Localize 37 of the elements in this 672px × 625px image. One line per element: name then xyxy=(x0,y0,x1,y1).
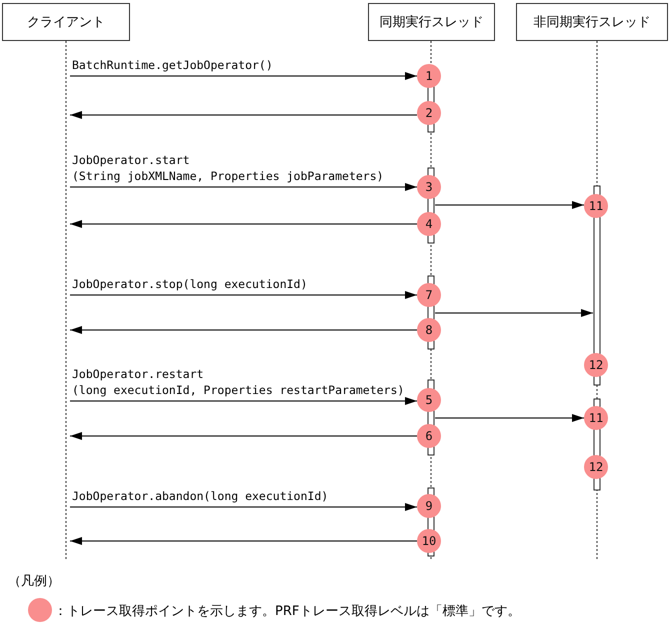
trace-point-circle: 1 xyxy=(417,64,441,88)
trace-point-circle: 10 xyxy=(417,529,441,553)
trace-point-circle: 12 xyxy=(584,353,608,377)
trace-point-circle: 11 xyxy=(584,194,608,218)
arrow xyxy=(434,201,584,209)
arrow xyxy=(70,72,418,80)
arrow xyxy=(434,309,594,317)
legend-heading: （凡例） xyxy=(8,573,60,590)
message-label: JobOperator.start (String jobXMLName, Properties jobParameters) xyxy=(72,152,384,184)
trace-point-circle: 4 xyxy=(417,212,441,236)
trace-point-circle: 7 xyxy=(417,283,441,307)
message-label: BatchRuntime.getJobOperator() xyxy=(72,57,273,73)
message-label: JobOperator.abandon(long executionId) xyxy=(72,488,328,504)
trace-point-circle: 12 xyxy=(584,455,608,479)
trace-point-circle: 2 xyxy=(417,101,441,125)
participant-box: クライアント xyxy=(2,3,130,41)
arrow xyxy=(70,291,418,299)
arrow xyxy=(70,503,418,511)
trace-point-circle: 8 xyxy=(417,318,441,342)
arrow xyxy=(70,111,418,119)
trace-point-circle: 5 xyxy=(417,388,441,412)
trace-point-circle: 3 xyxy=(417,175,441,199)
arrow xyxy=(70,432,418,440)
arrow xyxy=(70,220,418,228)
trace-point-circle: 9 xyxy=(417,494,441,518)
legend-text: ：トレース取得ポイントを示します。PRFトレース取得レベルは「標準」です。 xyxy=(54,603,520,620)
message-label: JobOperator.restart (long executionId, Properties restartParameters) xyxy=(72,366,404,398)
message-label: JobOperator.stop(long executionId) xyxy=(72,276,308,292)
arrow xyxy=(434,414,584,422)
trace-point-circle: 6 xyxy=(417,424,441,448)
arrow xyxy=(70,326,418,334)
arrow xyxy=(70,183,418,191)
arrow xyxy=(70,397,418,405)
participant-box: 同期実行スレッド xyxy=(368,3,495,41)
arrow xyxy=(70,537,418,545)
trace-point-circle: 11 xyxy=(584,406,608,430)
participant-box: 非同期実行スレッド xyxy=(516,3,668,41)
